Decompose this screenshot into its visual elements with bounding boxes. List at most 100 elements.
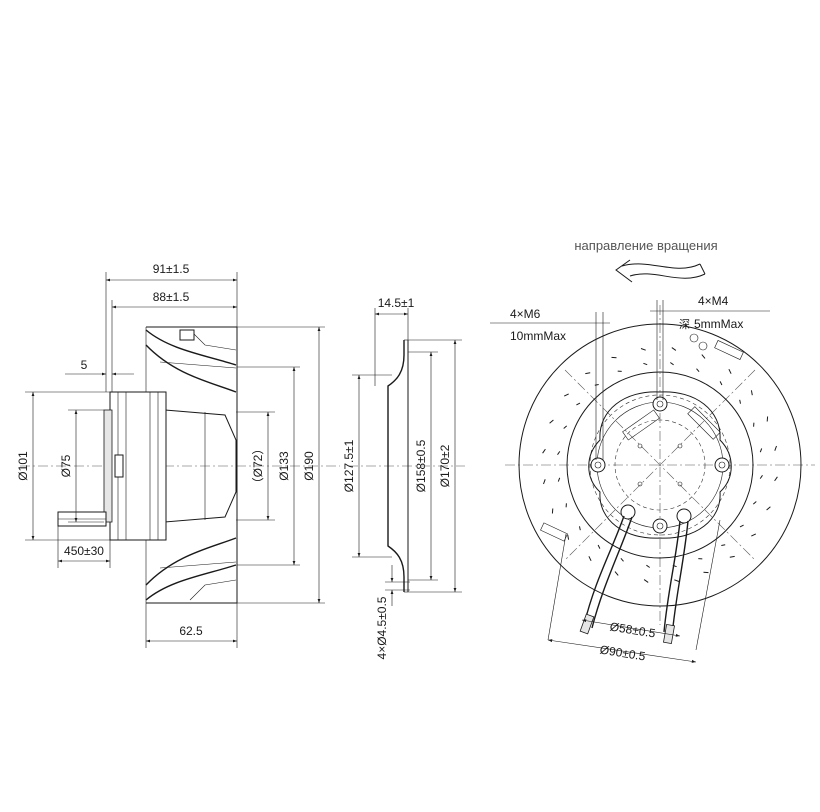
blade-slot-mark — [674, 579, 680, 582]
blade-edge-top — [159, 361, 237, 369]
dim-pcd-large-line — [547, 639, 697, 663]
blade-slot-mark — [751, 533, 757, 537]
blade-slot-mark — [557, 477, 561, 482]
ext-pcd-left — [547, 533, 567, 641]
blade-slot-mark — [670, 362, 674, 366]
boss-top-hole — [656, 400, 664, 408]
blade-slot-mark — [549, 419, 554, 424]
dim-ring-inner: Ø127.5±1 — [342, 439, 356, 492]
rotation-caption: направление вращения — [574, 238, 717, 253]
blade-slot-mark — [728, 368, 732, 374]
front-diag-b — [564, 369, 756, 561]
blade-slot-mark — [759, 475, 763, 479]
blade-slot-mark — [567, 534, 570, 540]
front-view: направление вращения 4×M6 10mmMax 4×M4 深… — [490, 238, 815, 664]
blade-slot-mark — [643, 579, 649, 583]
dim-pcd-large: Ø90±0.5 — [599, 643, 647, 664]
inlet-ring-profile — [387, 340, 405, 592]
ext-pcd-right — [695, 519, 721, 651]
cable-gland-right — [676, 508, 692, 524]
balance-clip — [179, 329, 195, 341]
rotation-arrow-head — [615, 259, 633, 283]
rotor-outline — [146, 326, 238, 604]
blade-slot-mark — [579, 526, 581, 531]
blade-top-1 — [145, 329, 237, 366]
cable-left-b — [591, 516, 633, 629]
blade-rib-top — [189, 329, 237, 351]
cable-gland-left — [620, 504, 636, 520]
screw-bosses — [590, 396, 730, 534]
dim-ring-outer: Ø170±2 — [438, 444, 452, 487]
boss-left-hole — [594, 461, 602, 469]
connector-block — [114, 454, 124, 478]
impeller-inner-circle — [566, 371, 754, 559]
blade-slot-mark — [671, 347, 677, 351]
blade-slot-mark — [752, 501, 757, 505]
pcd-58-circle — [614, 419, 706, 511]
boss-right — [714, 457, 730, 473]
blade-slot-mark — [766, 506, 771, 511]
cable-left-a — [583, 515, 625, 626]
blade-slot-mark — [729, 555, 735, 558]
rotation-arrow-curve-bot — [629, 273, 706, 279]
thread-a-depth: 10mmMax — [510, 329, 566, 343]
dim-holes: 4×Ø4.5±0.5 — [375, 596, 389, 659]
dim-overall-depth: 91±1.5 — [153, 262, 190, 276]
rotor-label — [540, 522, 568, 542]
cable-end-left — [579, 613, 595, 635]
blade-rib-bot — [189, 579, 237, 601]
blade-slot-mark — [721, 544, 726, 546]
blade-edge-bot — [159, 561, 237, 569]
blade-slot-mark — [597, 544, 601, 549]
dim-body-depth: 88±1.5 — [153, 290, 190, 304]
boss-right-hole — [718, 461, 726, 469]
blade-top-2 — [145, 344, 237, 393]
motor-flange — [103, 409, 113, 523]
boss-bottom — [652, 518, 668, 534]
blade-slot-mark — [543, 479, 546, 485]
motor-label-1 — [622, 409, 660, 441]
blade-slot-mark — [643, 362, 648, 366]
dim-ring-mid: Ø158±0.5 — [414, 439, 428, 492]
blade-slot-mark — [646, 564, 650, 568]
thread-b: 4×M4 — [698, 294, 729, 308]
thread-b-depth-prefix: 深 — [679, 318, 690, 331]
dim-blade-depth: 62.5 — [179, 624, 203, 638]
dim-pcd-small: Ø58±0.5 — [609, 620, 657, 641]
blade-slot-mark — [739, 399, 741, 404]
blade-slot-mark — [563, 425, 568, 429]
boss-left — [590, 457, 606, 473]
dim-shaft-offset: 5 — [81, 358, 88, 372]
blade-bot-1 — [145, 564, 237, 601]
blade-slot-mark — [557, 451, 561, 455]
rotation-arrow-curve-top — [621, 263, 701, 269]
dim-impeller-dia: Ø133 — [277, 451, 291, 481]
blade-slot-mark — [696, 368, 700, 373]
boss-top — [652, 396, 668, 412]
rotor-label-2 — [714, 340, 744, 360]
motor-plate — [588, 391, 732, 539]
blade-slot-mark — [719, 381, 723, 386]
rotor-marker-2 — [698, 341, 708, 351]
blade-slot-mark — [750, 390, 753, 396]
blade-bot-2 — [145, 537, 237, 586]
small-hole-4 — [677, 481, 683, 487]
blade-slot-mark — [594, 384, 599, 386]
blade-slot-mark — [588, 556, 592, 562]
blade-slot-mark — [701, 354, 706, 359]
impeller-outer-circle — [518, 323, 802, 607]
side-view: 91±1.5 88±1.5 5 Ø101 Ø75 （Ø72） Ø133 — [16, 262, 340, 648]
small-hole-1 — [637, 481, 643, 487]
dim-ring-depth: 14.5±1 — [378, 296, 415, 310]
dim-outer-dia: Ø190 — [302, 451, 316, 481]
small-hole-2 — [677, 443, 683, 449]
boss-bottom-hole — [656, 522, 664, 530]
blade-slot-mark — [739, 524, 744, 528]
cable-right-b — [671, 520, 689, 637]
blade-marks — [542, 347, 778, 583]
blade-slot-mark — [563, 393, 569, 397]
small-hole-3 — [637, 443, 643, 449]
dim-pcd-small-line — [581, 619, 681, 637]
dim-hub-dia: Ø75 — [59, 454, 73, 477]
